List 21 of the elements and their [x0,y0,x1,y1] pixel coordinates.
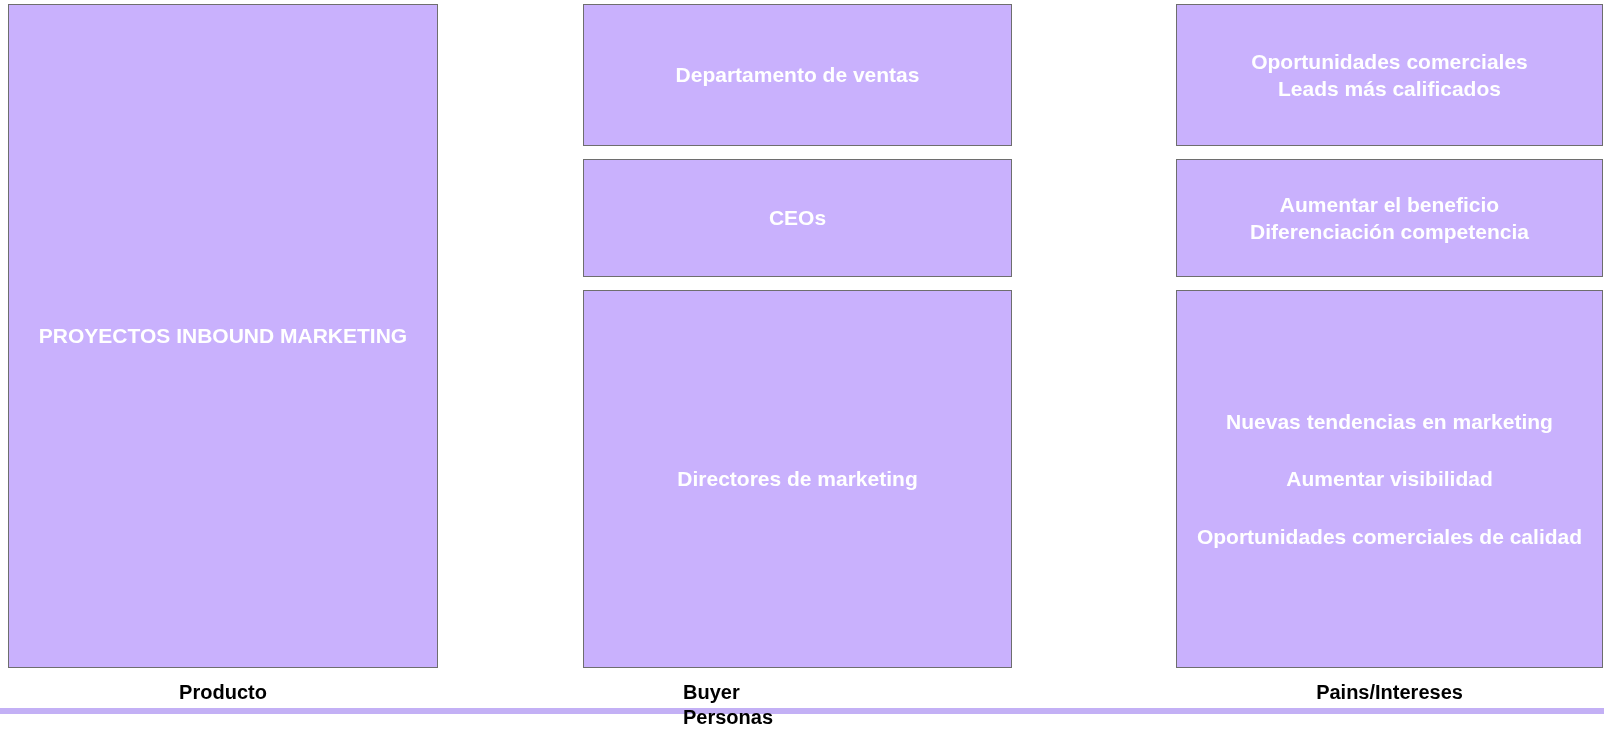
column-heading: Producto [178,680,268,705]
column-heading: Pains/Intereses [1315,680,1464,705]
text-box [583,4,1012,146]
box-text: Leads más calificados [1278,76,1501,102]
text-box [583,159,1012,277]
text-box [1176,290,1603,668]
box-text: Nuevas tendencias en marketing [1226,409,1553,436]
box-text: Aumentar visibilidad [1286,466,1493,493]
text-box [583,290,1012,668]
box-text: Oportunidades comerciales de calidad [1196,523,1583,550]
text-box [1176,4,1603,146]
text-box [8,4,438,668]
box-text: Diferenciación competencia [1250,219,1529,245]
box-text: Departamento de ventas [675,62,920,89]
box-text: Oportunidades comerciales [1251,48,1528,75]
column-heading: Buyer Personas [683,680,775,730]
box-text: Directores de marketing [677,466,918,493]
box-text: Aumentar el beneficio [1279,191,1500,218]
text-box [1176,159,1603,277]
box-text: CEOs [768,205,827,232]
box-text: PROYECTOS INBOUND MARKETING [38,323,408,350]
